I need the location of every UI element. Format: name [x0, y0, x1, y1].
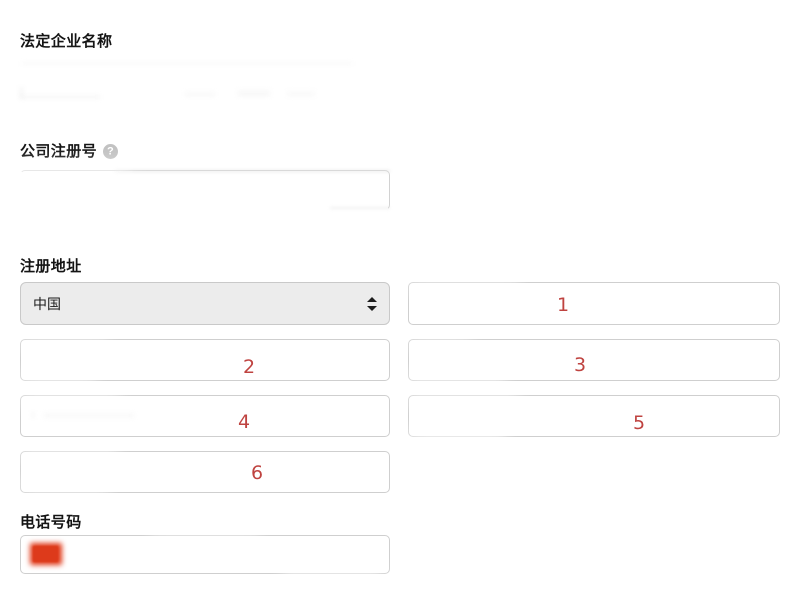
china-flag-icon-core — [33, 546, 58, 562]
annotation-number-4: 4 — [238, 411, 251, 433]
help-circle-icon[interactable] — [103, 144, 119, 159]
legal-business-name-label-text: 法定企业名称 — [20, 33, 113, 50]
annotation-number-3: 3 — [574, 354, 587, 376]
legal-business-name-label: 法定企业名称 — [20, 34, 112, 49]
address-line-4-input[interactable] — [20, 395, 390, 437]
address-line-6-input[interactable] — [20, 451, 390, 493]
company-registration-number-label-text: 公司注册号 — [20, 143, 98, 160]
phone-number-label: 电话号码 — [20, 515, 82, 530]
registered-address-label: 注册地址 — [20, 259, 82, 274]
annotation-number-1: 1 — [557, 294, 570, 316]
annotation-number-5: 5 — [633, 412, 646, 434]
company-registration-number-label: 公司注册号 — [20, 143, 119, 160]
phone-number-label-text: 电话号码 — [20, 514, 82, 531]
legal-business-name-input[interactable] — [20, 62, 390, 100]
address-line-5-input[interactable] — [408, 395, 780, 437]
annotation-number-6: 6 — [251, 462, 264, 484]
country-select-value: 中国 — [33, 295, 61, 312]
chevron-updown-icon — [367, 296, 377, 312]
address-line-2-input[interactable] — [20, 339, 390, 381]
registered-address-label-text: 注册地址 — [20, 258, 82, 275]
phone-number-input[interactable] — [20, 535, 390, 574]
country-select[interactable]: 中国 — [20, 282, 390, 325]
annotation-number-2: 2 — [243, 356, 256, 378]
company-registration-number-input[interactable] — [20, 170, 390, 210]
address-line-1-input[interactable] — [408, 282, 780, 325]
address-line-3-input[interactable] — [408, 339, 780, 381]
